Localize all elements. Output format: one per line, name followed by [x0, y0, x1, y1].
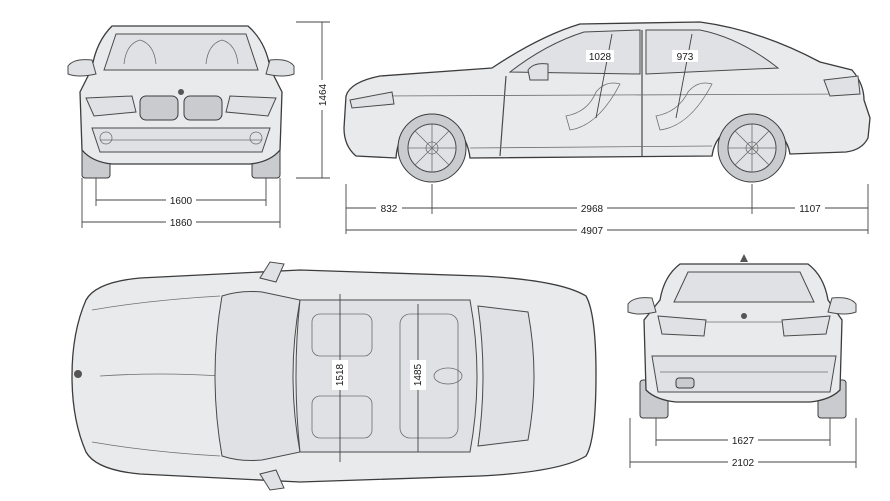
front-headroom-label: 1028 [589, 52, 612, 63]
rear-wheel [717, 113, 787, 183]
rear-track-label: 1627 [732, 436, 755, 447]
rear-view-dimensions: 1627 2102 [629, 418, 857, 469]
side-view: 1028 973 [343, 21, 871, 183]
rear-overhang-label: 1107 [799, 204, 821, 215]
front-height-label: 1464 [318, 83, 329, 106]
rear-shoulder-label: 1485 [413, 363, 424, 386]
rear-width-label: 2102 [732, 458, 755, 469]
rear-view [627, 254, 857, 419]
overall-length-label: 4907 [581, 226, 604, 237]
front-overhang-label: 832 [381, 204, 398, 215]
front-track-label: 1600 [170, 196, 193, 207]
wheelbase-label: 2968 [581, 204, 604, 215]
top-view: 1518 1485 [71, 261, 597, 491]
rear-headroom-label: 973 [677, 52, 694, 63]
front-view-dimensions: 1464 1600 1860 [81, 21, 330, 229]
front-view [67, 25, 295, 179]
front-shoulder-label: 1518 [335, 363, 346, 386]
front-wheel [397, 113, 467, 183]
front-width-label: 1860 [170, 218, 193, 229]
side-view-dimensions: 832 2968 1107 4907 [345, 184, 869, 237]
